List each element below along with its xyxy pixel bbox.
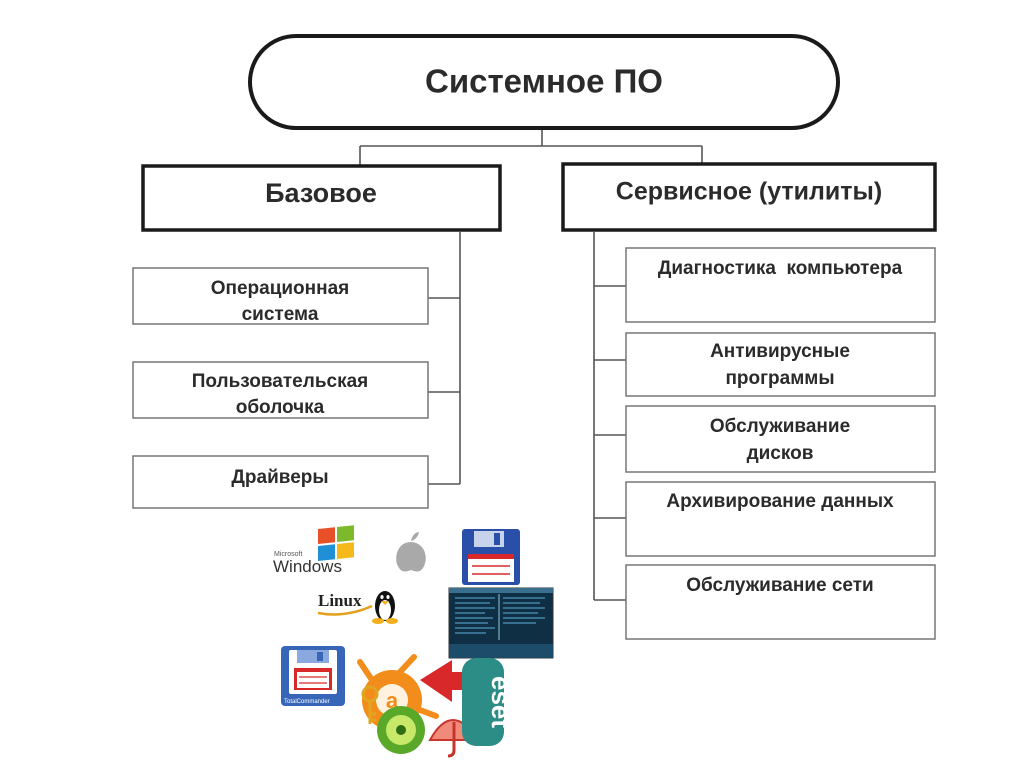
- windows-prefix: Microsoft: [274, 551, 302, 558]
- category-base: Базовое: [141, 164, 502, 232]
- service-item-archiving: Архивирование данных: [625, 481, 936, 557]
- category-base-label: Базовое: [265, 178, 377, 208]
- eset-brand: eset: [486, 676, 516, 728]
- service-item-disks-line2: дисков: [747, 443, 814, 464]
- service-item-antivirus-line1: Антивирусные: [710, 341, 850, 362]
- linux-logo: Linux: [317, 591, 398, 624]
- base-item-os-line2: система: [242, 304, 319, 325]
- linux-brand: Linux: [318, 591, 362, 610]
- root-node: Системное ПО: [248, 34, 840, 130]
- floppy-disk-icon: [462, 529, 520, 585]
- category-service: Сервисное (утилиты): [561, 162, 937, 232]
- service-item-diagnostics: Диагностика компьютера: [625, 247, 936, 323]
- terminal-screenshot: [448, 587, 554, 659]
- base-item-shell-line2: оболочка: [236, 397, 325, 418]
- base-item-os-line1: Операционная: [211, 278, 350, 299]
- service-item-antivirus-line2: программы: [725, 368, 834, 389]
- apple-logo: [396, 532, 426, 572]
- base-item-drivers-line1: Драйверы: [231, 467, 328, 488]
- windows-logo: Microsoft Windows: [273, 525, 354, 576]
- root-label: Системное ПО: [425, 63, 663, 100]
- total-commander-brand: TotalCommander: [284, 699, 330, 705]
- eset-logo: eset: [462, 658, 516, 746]
- service-item-archiving-line1: Архивирование данных: [666, 491, 894, 512]
- base-item-shell: Пользовательская оболочка: [132, 361, 429, 419]
- service-item-network: Обслуживание сети: [625, 564, 936, 640]
- total-commander-logo: TotalCommander: [281, 646, 345, 706]
- category-service-label: Сервисное (утилиты): [616, 178, 882, 206]
- service-item-disks: Обслуживание дисков: [625, 405, 936, 473]
- base-item-drivers: Драйверы: [132, 455, 429, 509]
- connectors: [359, 128, 703, 601]
- antivirus-disk-icon: [377, 706, 425, 754]
- windows-brand: Windows: [273, 557, 342, 576]
- key-icon: [361, 685, 379, 724]
- service-item-diagnostics-line1: Диагностика компьютера: [658, 258, 903, 279]
- base-item-os: Операционная система: [132, 267, 429, 325]
- service-item-network-line1: Обслуживание сети: [686, 575, 873, 596]
- service-item-antivirus: Антивирусные программы: [625, 332, 936, 397]
- base-item-shell-line1: Пользовательская: [192, 371, 368, 392]
- service-item-disks-line1: Обслуживание: [710, 416, 850, 437]
